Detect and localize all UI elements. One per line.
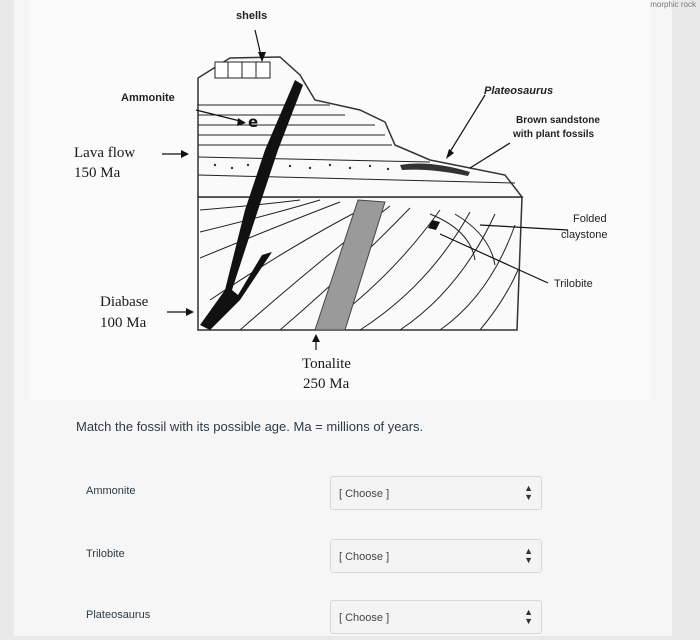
horizontal-strata	[197, 104, 516, 184]
label-brown-sandstone-2: with plant fossils	[513, 129, 595, 140]
label-tonalite-age: 250 Ma	[303, 376, 350, 392]
label-ammonite: Ammonite	[121, 92, 175, 104]
match-row-ammonite: Ammonite [ Choose ] ▲▼	[0, 476, 700, 516]
select-arrows-icon: ▲▼	[524, 483, 533, 502]
select-value: [ Choose ]	[339, 488, 390, 500]
trilobite-fossil	[428, 220, 440, 230]
label-brown-sandstone-1: Brown sandstone	[516, 115, 600, 126]
match-row-trilobite: Trilobite [ Choose ] ▲▼	[0, 539, 700, 579]
match-label-ammonite: Ammonite	[86, 485, 136, 497]
trilobite-age-select[interactable]: [ Choose ] ▲▼	[330, 539, 542, 573]
plateosaurus-fossil	[400, 163, 470, 176]
pointer-lines	[162, 29, 569, 350]
header-crumb: metamorphic rock	[632, 0, 696, 9]
match-label-trilobite: Trilobite	[86, 548, 125, 560]
label-lava-flow: Lava flow	[74, 145, 136, 161]
match-label-plateosaurus: Plateosaurus	[86, 609, 151, 621]
label-lava-age: 150 Ma	[74, 165, 121, 181]
ammonite-fossil: e	[248, 113, 258, 131]
label-diabase-age: 100 Ma	[100, 315, 147, 331]
question-text: Match the fossil with its possible age. …	[76, 419, 424, 434]
label-folded-1: Folded	[573, 213, 607, 225]
label-shells: shells	[236, 10, 268, 22]
plateosaurus-age-select[interactable]: [ Choose ] ▲▼	[330, 600, 542, 634]
diabase-dike	[200, 80, 303, 330]
label-tonalite: Tonalite	[302, 356, 351, 372]
select-value: [ Choose ]	[339, 551, 390, 563]
select-arrows-icon: ▲▼	[524, 607, 533, 626]
select-value: [ Choose ]	[339, 612, 390, 624]
label-folded-2: claystone	[561, 229, 608, 241]
select-arrows-icon: ▲▼	[524, 546, 533, 565]
label-diabase: Diabase	[100, 294, 149, 310]
tonalite-intrusion	[314, 199, 386, 331]
label-plateosaurus: Plateosaurus	[484, 85, 554, 97]
sedimentary-block	[197, 56, 524, 198]
label-trilobite: Trilobite	[554, 278, 593, 290]
arrow-heads	[181, 52, 454, 342]
geology-diagram: e	[162, 29, 569, 350]
match-row-plateosaurus: Plateosaurus [ Choose ] ▲▼	[0, 600, 700, 640]
ammonite-age-select[interactable]: [ Choose ] ▲▼	[330, 476, 542, 510]
